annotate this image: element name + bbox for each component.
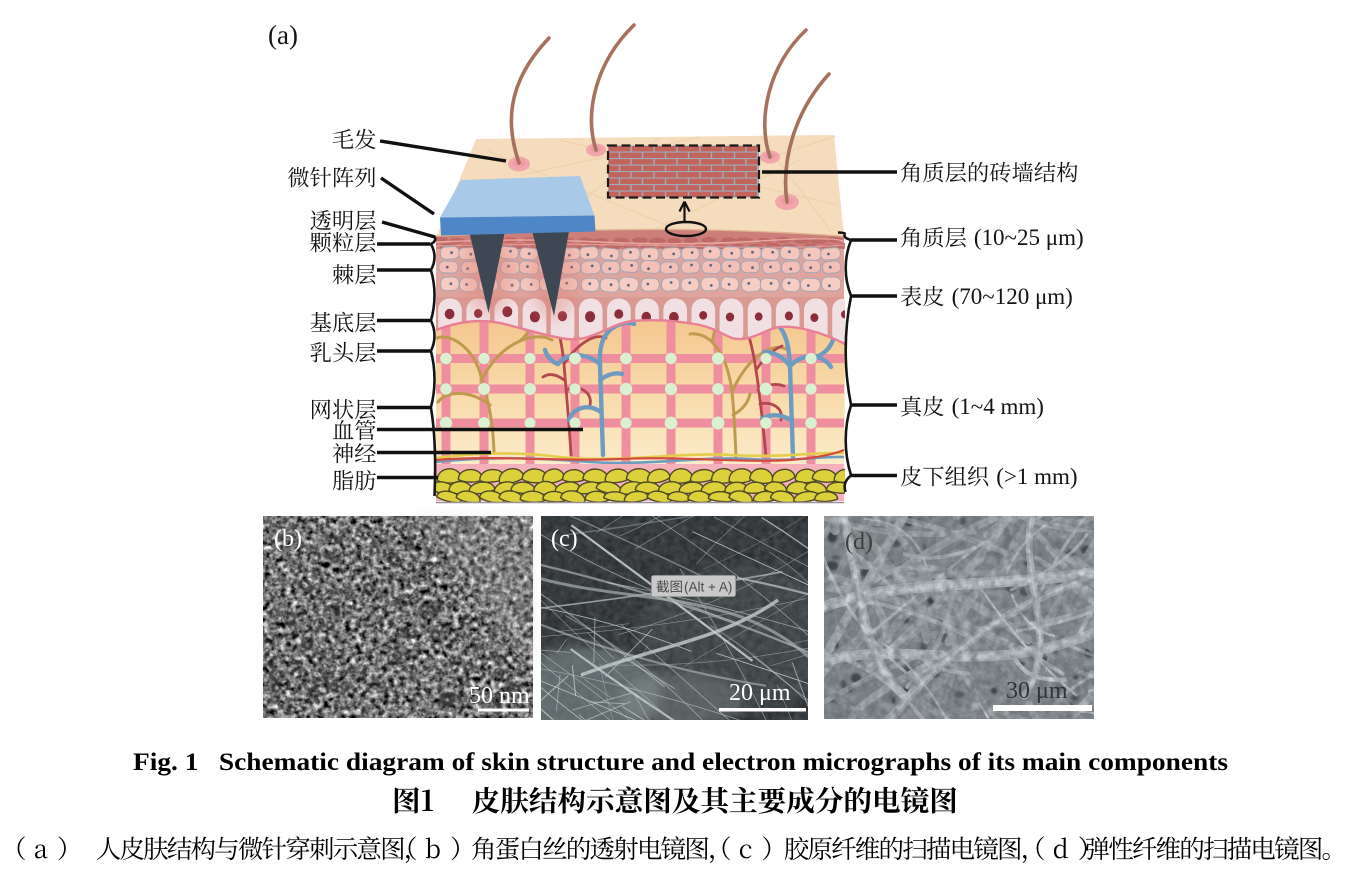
- svg-text:(Alt + A): (Alt + A): [684, 580, 732, 595]
- svg-text:(d): (d): [845, 529, 873, 555]
- svg-text:(70~120 μm): (70~120 μm): [952, 284, 1073, 309]
- svg-text:20 μm: 20 μm: [729, 680, 791, 706]
- svg-text:(10~25 μm): (10~25 μm): [974, 225, 1084, 250]
- svg-text:30 μm: 30 μm: [1006, 678, 1068, 704]
- svg-text:(b): (b): [274, 526, 302, 552]
- svg-text:50 nm: 50 nm: [469, 683, 530, 709]
- svg-text:(c): (c): [551, 526, 578, 552]
- svg-text:Fig. 1 Schematic diagram of: Fig. 1 Schematic diagram of skin structu…: [133, 747, 1228, 776]
- svg-text:(1~4 mm): (1~4 mm): [952, 394, 1044, 419]
- svg-text:(a): (a): [268, 20, 298, 50]
- svg-text:(>1 mm): (>1 mm): [996, 464, 1077, 489]
